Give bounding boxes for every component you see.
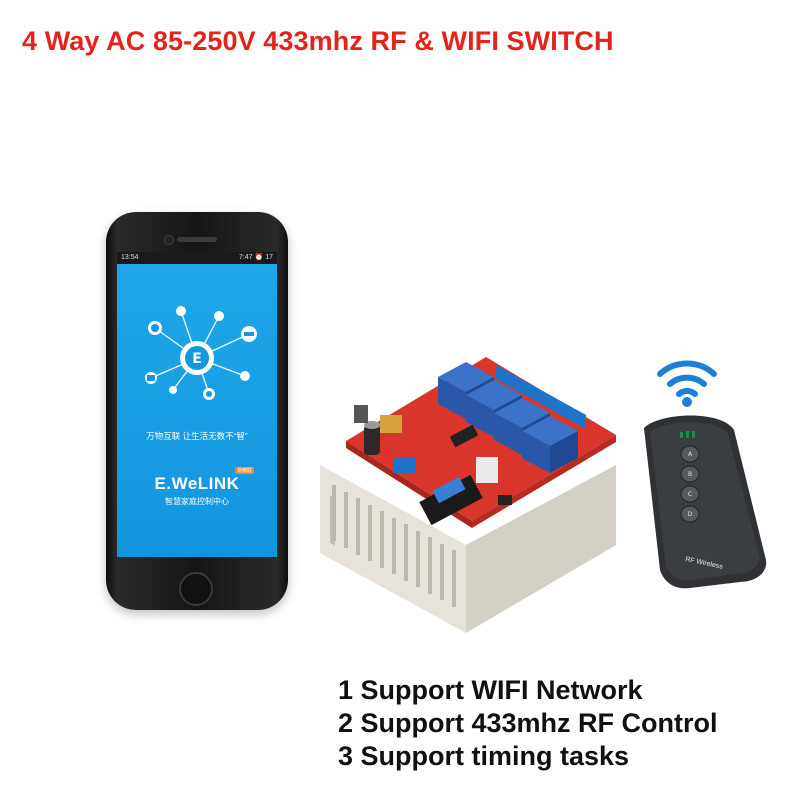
front-camera-icon	[164, 235, 174, 245]
remote-button-b: B	[688, 471, 692, 478]
network-hub-icon: E	[145, 306, 257, 400]
feature-item-timing: 3 Support timing tasks	[338, 741, 630, 771]
relay-board-image	[320, 357, 616, 633]
feature-item-rf: 2 Support 433mhz RF Control	[338, 708, 718, 738]
status-bar: 13:54 7:47 ⏰ 17	[117, 252, 277, 264]
wifi-signal-icon	[657, 360, 717, 397]
status-icons: 7:47 ⏰ 17	[238, 254, 273, 261]
phone-screen: 13:54 7:47 ⏰ 17 E	[117, 252, 277, 557]
remote-button-c: C	[688, 491, 692, 498]
feature-item-wifi: 1 Support WIFI Network	[338, 675, 643, 705]
brand-badge: 易微联	[235, 467, 255, 474]
home-button	[179, 572, 213, 606]
product-title: 4 Way AC 85-250V 433mhz RF & WIFI SWITCH	[22, 26, 614, 56]
svg-text:E: E	[192, 351, 202, 367]
rf-remote-image: A B C D	[644, 360, 767, 589]
app-slogan: 万物互联 让生活无数不“智”	[146, 431, 248, 441]
status-time: 13:54	[121, 254, 139, 261]
feature-list: 1 Support WIFI Network 2 Support 433mhz …	[338, 674, 718, 773]
remote-button-d: D	[688, 511, 693, 518]
earpiece	[177, 237, 217, 242]
app-brand-logo: E.WeLINK	[154, 474, 240, 493]
remote-button-a: A	[688, 451, 693, 458]
app-subtitle: 智慧家庭控制中心	[165, 497, 229, 506]
smartphone-image: 13:54 7:47 ⏰ 17 E	[106, 212, 288, 610]
